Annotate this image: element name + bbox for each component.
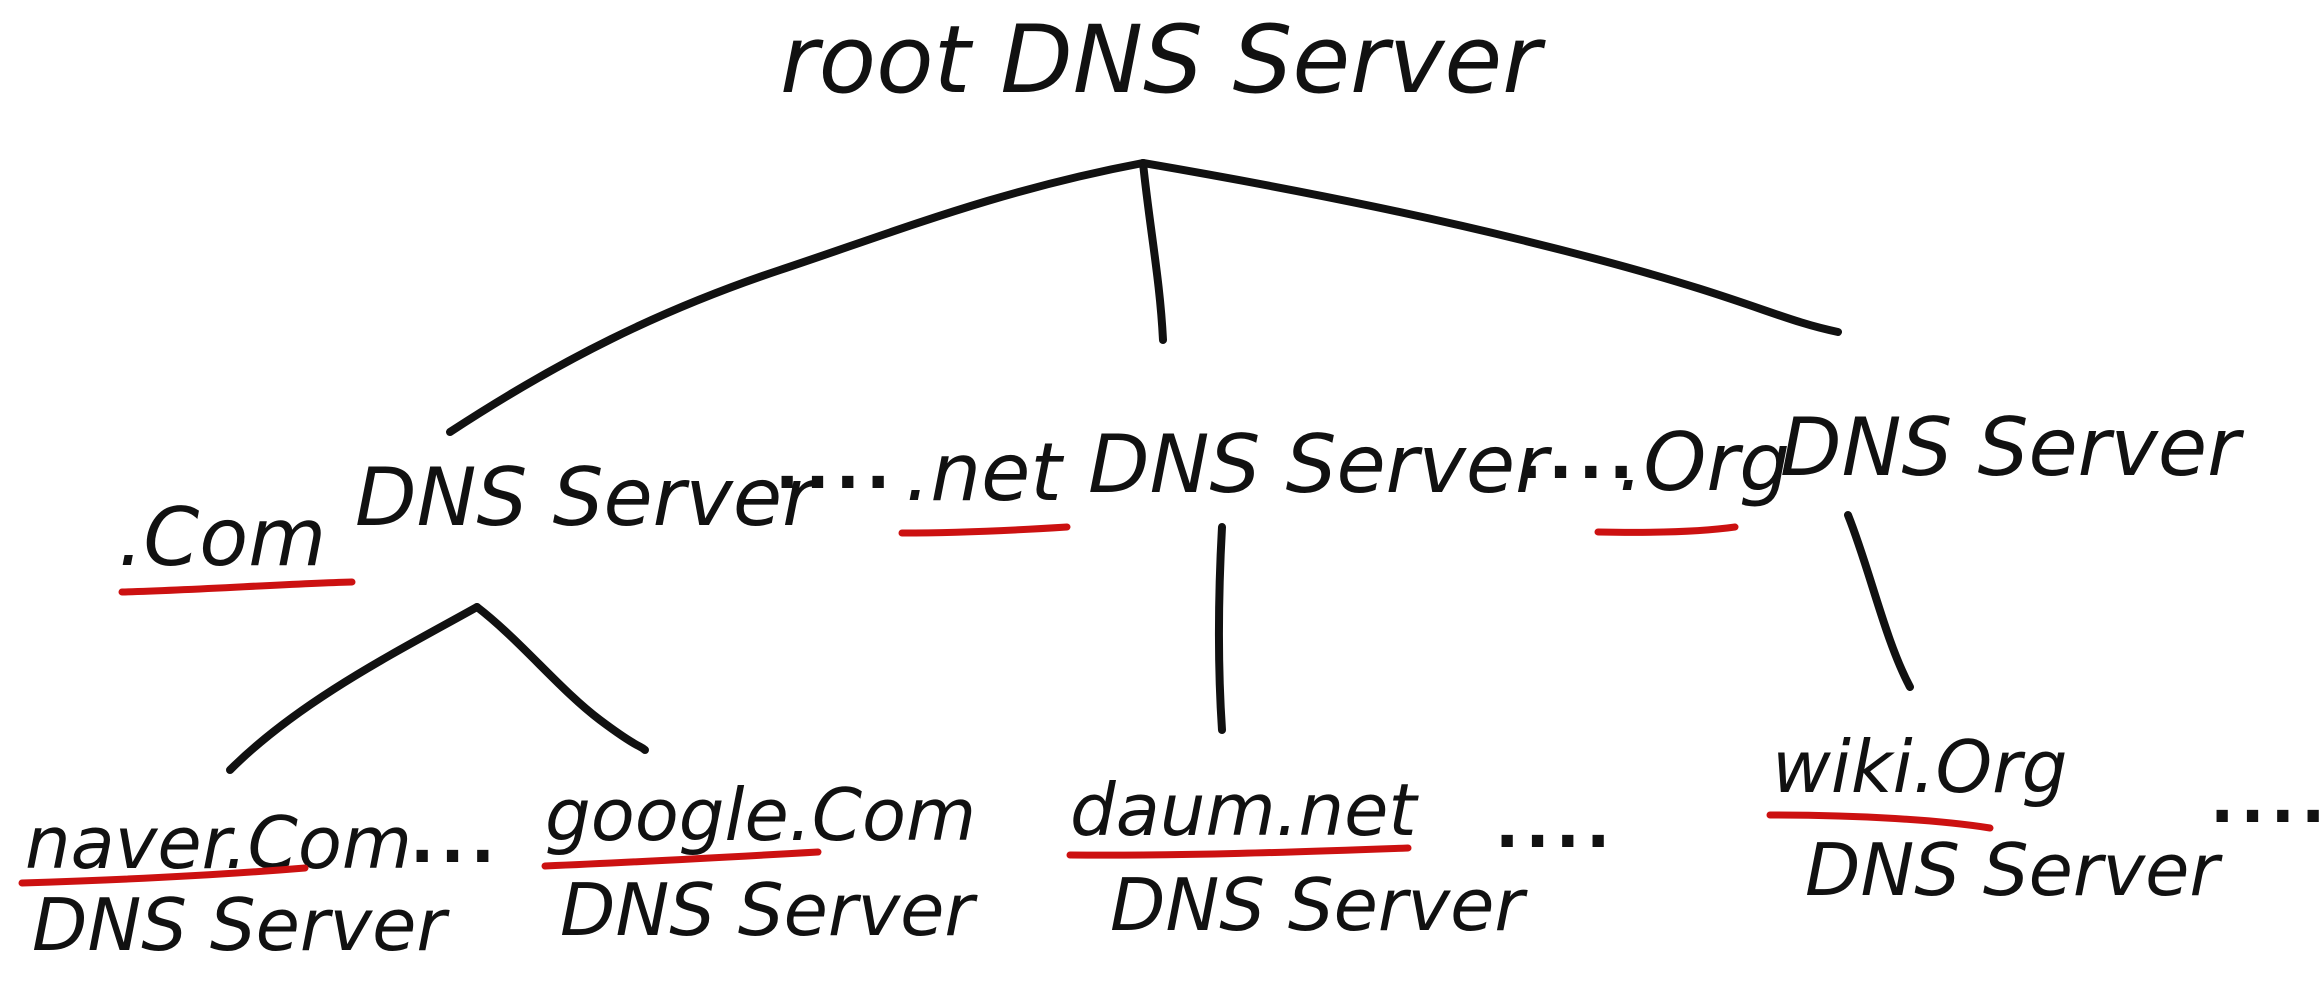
edge-org-to-wiki — [1844, 511, 1914, 691]
com-underline — [118, 578, 356, 596]
net-tld-suffix: DNS Server — [1088, 418, 1553, 511]
edge-root-to-org — [1139, 159, 1842, 336]
wiki-org-name: wiki.Org — [1772, 725, 2067, 809]
edge-net-to-daum — [1215, 523, 1226, 734]
org-underline — [1594, 523, 1739, 536]
naver-com-suffix: DNS Server — [32, 883, 450, 967]
dots-after-wiki: .... — [2210, 764, 2322, 838]
root-dns-server-label: root DNS Server — [780, 6, 1546, 115]
org-tld-suffix: DNS Server — [1780, 401, 2245, 494]
dots-com-net: .... — [775, 430, 896, 504]
daum-net-suffix: DNS Server — [1110, 863, 1528, 947]
daum-net-name: daum.net — [1070, 768, 1419, 852]
wiki-org-suffix: DNS Server — [1805, 828, 2223, 912]
google-com-name: google.Com — [545, 773, 976, 857]
dots-net-org: .... — [1518, 420, 1639, 494]
google-com-suffix: DNS Server — [560, 868, 978, 952]
org-tld-name: .Org — [1618, 416, 1790, 509]
com-tld-name: .Com — [118, 491, 326, 584]
net-underline — [898, 523, 1071, 537]
google-underline — [541, 848, 822, 870]
dots-naver-google: ... — [410, 804, 501, 878]
edge-root-to-net — [1139, 159, 1167, 344]
naver-underline — [18, 864, 309, 887]
wiki-underline — [1766, 811, 1994, 832]
dots-after-daum: .... — [1495, 789, 1616, 863]
com-tld-suffix: DNS Server — [355, 451, 820, 544]
edge-root-to-com — [446, 159, 1147, 436]
edge-com-to-naver — [226, 603, 481, 774]
net-tld-name: .net — [905, 426, 1064, 519]
edge-com-to-google — [473, 603, 649, 754]
daum-underline — [1066, 844, 1412, 859]
